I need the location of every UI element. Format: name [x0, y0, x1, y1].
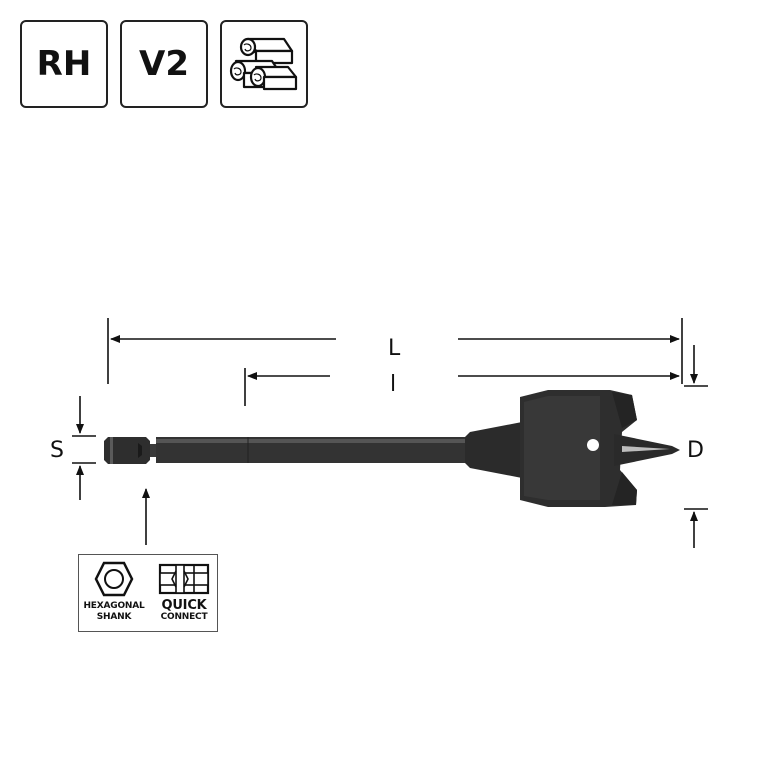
- diameter-label: D: [687, 438, 704, 463]
- hexagonal-shank-line1: HEXAGONAL: [83, 601, 145, 611]
- rh-badge-label: RH: [36, 44, 92, 84]
- wood-badge: [220, 20, 308, 108]
- hexagonal-shank-line2: SHANK: [96, 612, 132, 622]
- diameter-dimension: [684, 345, 708, 548]
- quick-connect-icon: [158, 563, 210, 595]
- shank-info-box: HEXAGONAL SHANK QUICK CONNECT: [78, 554, 218, 632]
- shank-size-label: S: [50, 438, 64, 463]
- working-length-dimension: [244, 368, 680, 406]
- quick-connect-line1: QUICK: [161, 598, 207, 613]
- working-length-label: l: [390, 372, 397, 397]
- rh-badge: RH: [20, 20, 108, 108]
- v2-badge-label: V2: [139, 44, 189, 84]
- quick-connect-line2: CONNECT: [160, 612, 208, 622]
- wood-logs-icon: [229, 37, 298, 91]
- overall-length-label: L: [388, 336, 401, 361]
- v2-badge: V2: [120, 20, 208, 108]
- quick-connect-cell: QUICK CONNECT: [149, 555, 219, 631]
- hexagonal-shank-cell: HEXAGONAL SHANK: [79, 555, 149, 631]
- overall-length-dimension: [107, 318, 683, 384]
- hexagon-icon: [94, 561, 134, 597]
- shank-size-dimension: [72, 396, 96, 500]
- spade-bit: [104, 390, 680, 507]
